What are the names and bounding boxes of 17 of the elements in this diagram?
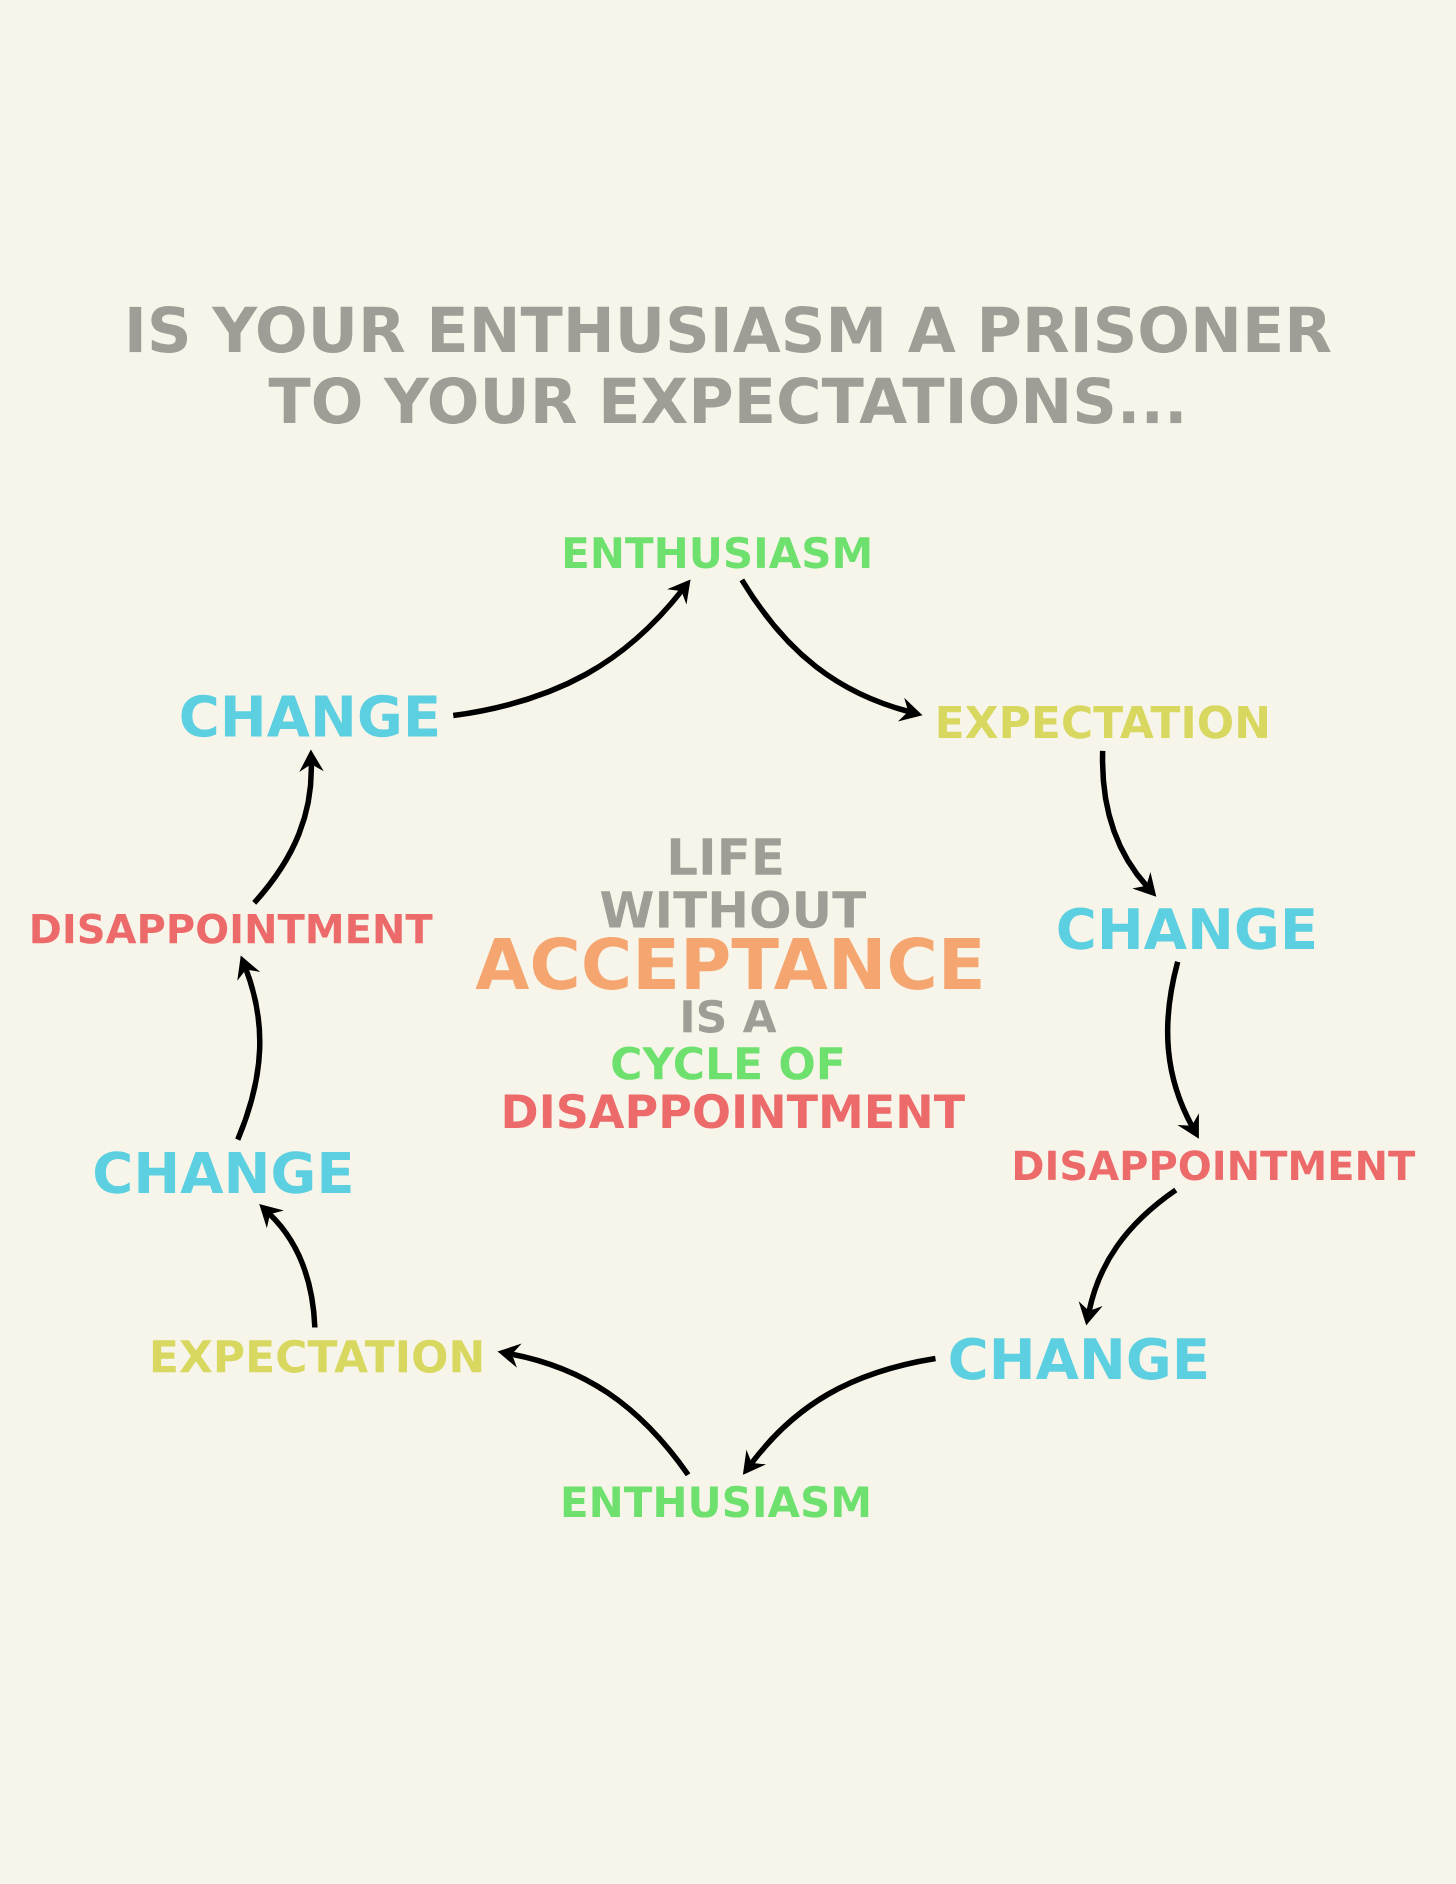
title: IS YOUR ENTHUSIASM A PRISONER TO YOUR EXPECTATIONS... — [129, 306, 1331, 424]
stage-label: ENTHUSIASM — [565, 536, 870, 569]
stage-label: CHANGE — [181, 694, 438, 738]
stage-label: EXPECTATION — [938, 705, 1267, 739]
stage-label: CHANGE — [95, 1151, 351, 1194]
stage-label: ENTHUSIASM — [563, 1485, 869, 1518]
stage-label: DISAPPOINTMENT — [1014, 1150, 1416, 1181]
slogan-line: LIFE — [670, 838, 782, 875]
slogan-line: ACCEPTANCE — [475, 937, 981, 990]
stage-label: DISAPPOINTMENT — [32, 913, 433, 944]
slogan-line: CYCLE OF — [612, 1046, 843, 1080]
slogan-line: WITHOUT — [600, 890, 866, 929]
stage-label: CHANGE — [950, 1337, 1206, 1380]
slogan-line: DISAPPOINTMENT — [504, 1093, 965, 1129]
stage-label: CHANGE — [1058, 907, 1315, 950]
slogan-line: IS A — [683, 999, 777, 1033]
stage-label: EXPECTATION — [152, 1339, 482, 1373]
